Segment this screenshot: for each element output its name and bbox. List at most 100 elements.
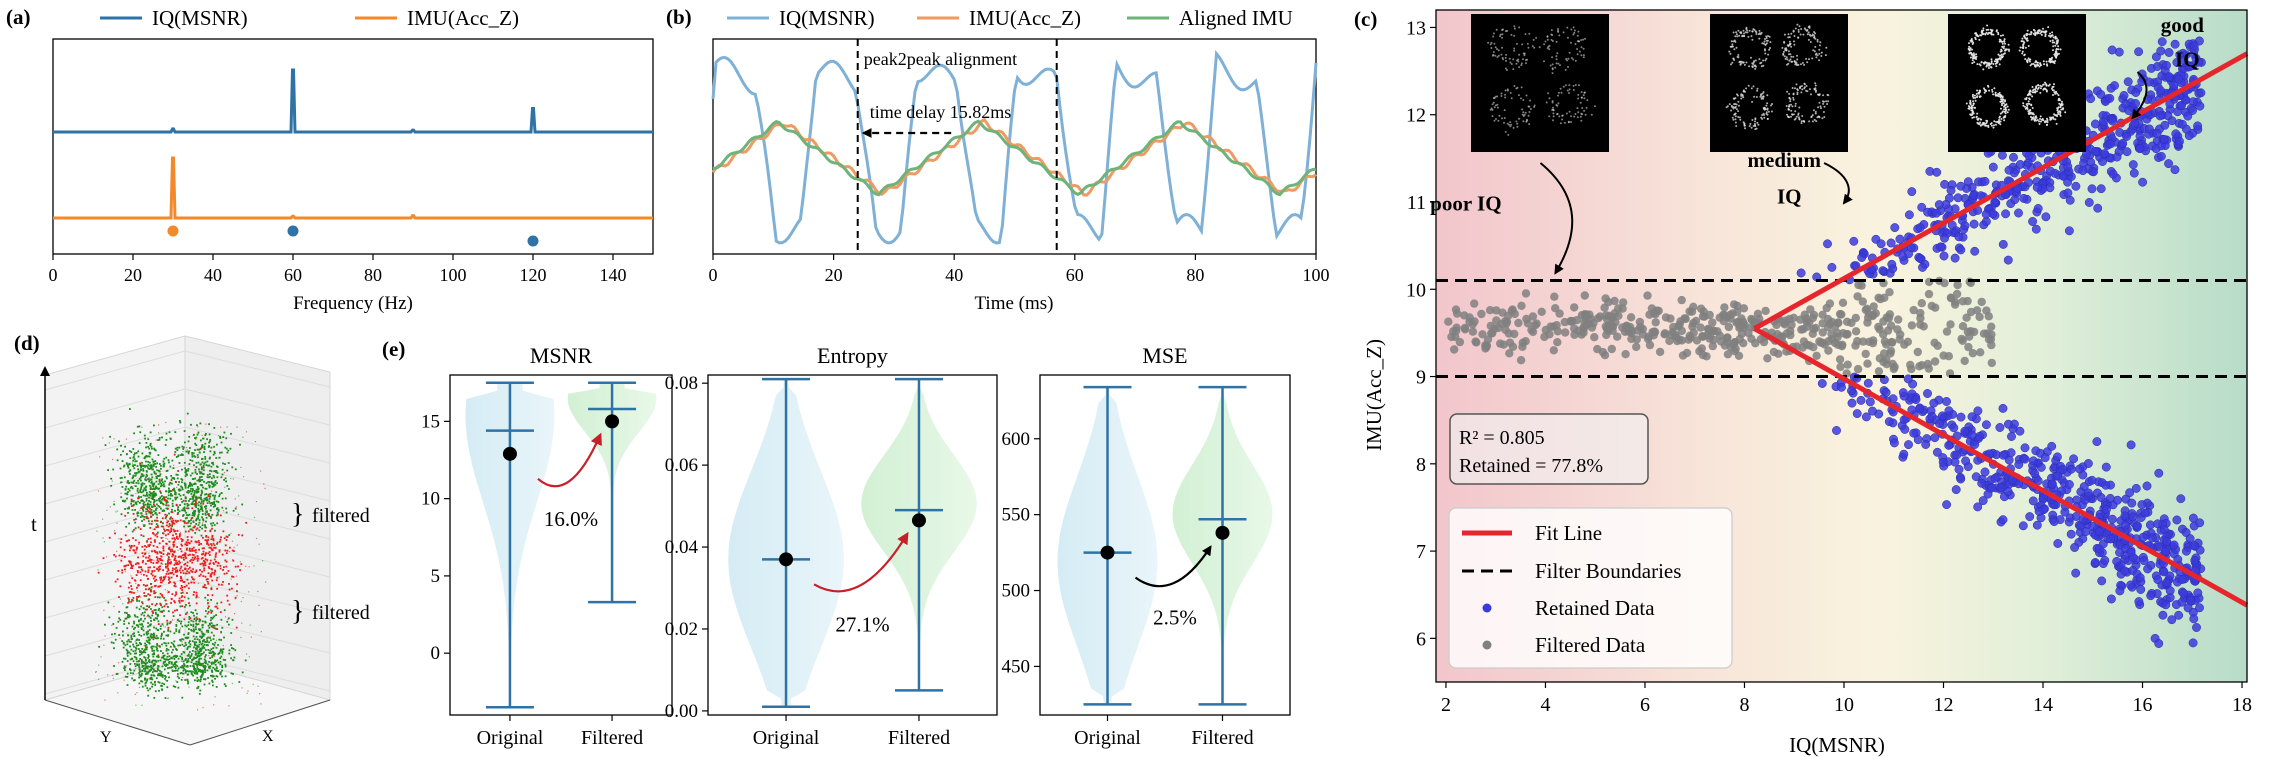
panel-d-point [174, 493, 177, 496]
panel-c-point-retained [1857, 253, 1867, 262]
panel-d-point [232, 509, 235, 512]
panel-d-point [182, 515, 184, 517]
panel-b-series-imu [711, 117, 1317, 197]
panel-d-point [165, 647, 168, 650]
panel-d-point [141, 452, 144, 455]
panel-c-thumbnail-dot [1788, 36, 1791, 39]
panel-c-point-filtered [1580, 291, 1590, 300]
panel-d-point [151, 506, 154, 508]
panel-c-thumbnail-dot [1737, 100, 1740, 103]
panel-c-thumbnail-dot [1972, 55, 1975, 58]
panel-c-thumbnail-dot [2001, 42, 2004, 45]
panel-c-thumbnail-dot [1521, 113, 1524, 116]
panel-c-point-filtered [1517, 301, 1526, 310]
panel-c-thumbnail-dot [1818, 101, 1821, 104]
panel-d-point [157, 454, 160, 456]
panel-a-tick-label-5: 100 [440, 265, 467, 285]
panel-d-point [149, 638, 151, 641]
panel-d-point [122, 634, 124, 637]
panel-d-point [136, 514, 139, 517]
panel-c-thumbnail-dot [1982, 32, 1985, 35]
panel-c-thumbnail-dot [2026, 104, 2029, 107]
panel-c-point-filtered [1976, 348, 1985, 357]
panel-d-point [200, 505, 203, 507]
panel-c-thumbnail-dot [1556, 113, 1558, 116]
panel-d-point [216, 522, 219, 525]
panel-c-thumbnail-dot [1733, 48, 1736, 51]
panel-d-point [191, 650, 194, 652]
panel-c-thumbnail-dot [1493, 97, 1496, 100]
panel-c-point-filtered [1492, 306, 1501, 315]
panel-c-thumbnail-dot [2043, 63, 2046, 66]
panel-c-point-retained [2078, 166, 2088, 176]
panel-d-point [160, 635, 163, 638]
panel-c-thumbnail-dot [1520, 62, 1523, 65]
panel-c-thumbnail-dot [2055, 37, 2057, 40]
panel-c-thumbnail-dot [1574, 59, 1577, 62]
panel-c-thumbnail-dot [1497, 49, 1500, 52]
panel-d-point [126, 612, 128, 614]
panel-d-point [136, 624, 139, 627]
panel-d-point [209, 637, 211, 639]
panel-c-point-retained [2124, 106, 2134, 115]
panel-d-point [201, 516, 203, 519]
panel-d-point [161, 498, 163, 501]
panel-d-point [196, 638, 199, 641]
panel-c-thumbnail-dot [1803, 87, 1806, 90]
panel-c-point-retained [2118, 138, 2128, 148]
panel-d-point [159, 628, 162, 630]
panel-d-point [197, 456, 199, 459]
panel-d-point [128, 482, 131, 484]
panel-c-thumbnail-dot [1489, 43, 1492, 46]
panel-c-thumbnail-dot [1818, 48, 1821, 51]
panel-c-point-filtered [1809, 343, 1818, 352]
panel-c-thumbnail-dot [1990, 58, 1993, 61]
panel-c-point-retained [1849, 236, 1859, 246]
panel-c-thumbnail-dot [1501, 46, 1503, 49]
panel-c-thumbnail-dot [2022, 104, 2025, 107]
panel-d-point [183, 633, 185, 636]
panel-c-point-retained [1939, 251, 1949, 261]
panel-d-point [202, 500, 205, 503]
panel-d-point [213, 644, 216, 646]
panel-d-point [198, 468, 200, 471]
panel-c-point-retained [2121, 520, 2130, 530]
panel-c-thumbnail-dot [2037, 29, 2040, 32]
panel-c-thumbnail-dot [1754, 124, 1756, 127]
panel-c-point-filtered [1444, 317, 1453, 326]
panel-c-thumbnail-dot [1733, 113, 1736, 116]
panel-d-point [189, 525, 191, 527]
panel-c-thumbnail-dot [2024, 46, 2027, 49]
panel-d-3d-scatter: (d) t Y X } filtered } filtered [14, 331, 370, 746]
panel-c-thumbnail-dot [2052, 49, 2054, 52]
panel-c-point-retained [2066, 464, 2076, 474]
panel-c-thumbnail-dot [2044, 120, 2047, 123]
panel-d-point [150, 676, 153, 679]
panel-c-thumbnail-dot [2060, 108, 2063, 111]
panel-d-point [234, 468, 237, 471]
panel-c-point-filtered [1698, 350, 1708, 360]
panel-d-point [157, 620, 160, 623]
panel-c-point-filtered [1472, 338, 1481, 347]
panel-d-point [112, 468, 115, 471]
panel-c-ytick-label-1: 7 [1416, 541, 1426, 563]
panel-c-thumbnail-dot [1793, 60, 1796, 63]
panel-c-thumbnail-dot [1510, 123, 1513, 126]
panel-d-point [186, 491, 188, 494]
panel-c-point-retained [2162, 60, 2171, 70]
panel-c-thumbnail-dot [1546, 38, 1549, 41]
panel-c-thumbnail-dot [2051, 39, 2054, 42]
panel-c-point-retained [2131, 88, 2141, 97]
panel-c-legend-label-2: Retained Data [1535, 596, 1655, 620]
panel-c-xtick-label-1: 4 [1540, 694, 1550, 716]
panel-d-point [140, 643, 142, 646]
panel-d-point [145, 639, 148, 642]
panel-c-thumbnail-dot [2023, 53, 2026, 56]
panel-d-point [154, 609, 157, 611]
panel-c-thumbnail-dot [1501, 56, 1504, 59]
panel-d-point [180, 678, 183, 681]
panel-d-point [158, 437, 161, 439]
panel-c-point-retained [2028, 217, 2038, 226]
panel-d-point [152, 645, 155, 648]
panel-c-thumbnail-dot [1492, 101, 1495, 104]
